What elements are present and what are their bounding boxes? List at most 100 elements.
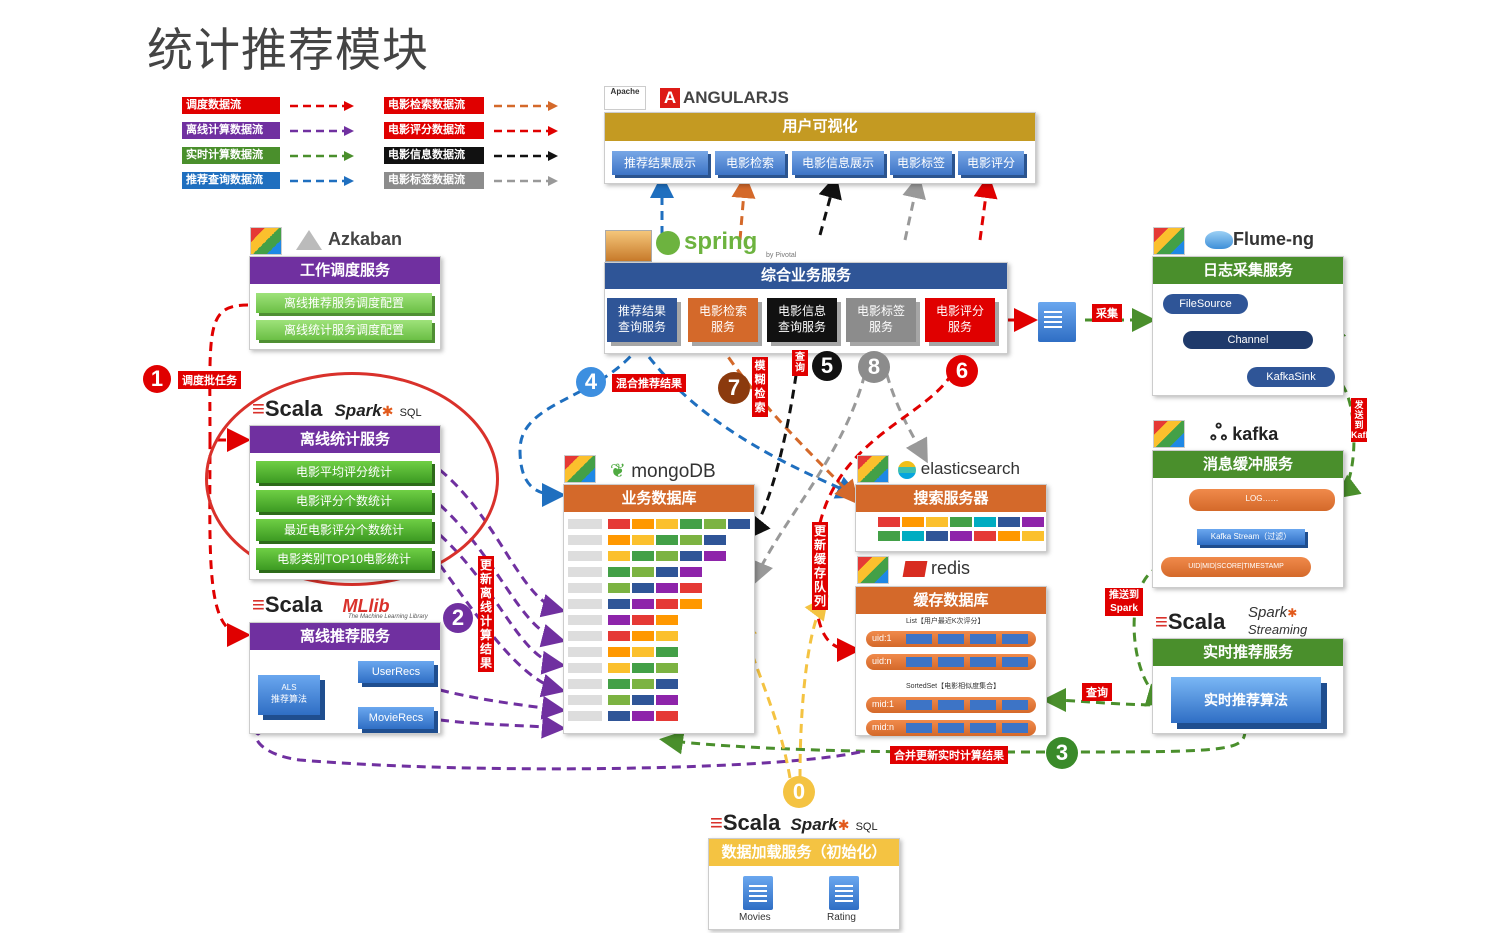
business-service: 电影评分服务 [925,298,995,342]
legend-line [290,101,354,111]
redis-sorted-title: SortedSet【电影相似度集合】 [906,683,1001,690]
redis-row-cell [938,723,964,733]
mllib-text: MLlib [342,596,390,616]
flume-logo-text: Flume-ng [1233,229,1314,249]
collection-field-cell [608,583,630,593]
realtime-algorithm-box: 实时推荐算法 [1171,677,1321,723]
kafka-card: 消息缓冲服务 LOG…… Kafka Stream（过滤） UID|MID|SC… [1152,450,1344,588]
collection-field-cell [608,599,630,609]
collection-field-cell [608,695,630,705]
angular-logo-text: ANGULARJS [683,88,789,107]
flume-channel: Channel [1183,331,1313,349]
scala-text: Scala [1167,609,1226,634]
collection-field-cell [680,583,702,593]
push-spark-label: 推送到Spark [1105,588,1143,616]
visualization-tab[interactable]: 电影检索 [715,151,785,175]
apache-logo: Apache [604,86,646,110]
collection-field-cell [704,535,726,545]
spark-text: Spark✱ [1248,604,1297,621]
merge-label: 合并更新实时计算结果 [890,746,1008,764]
scala-text: Scala [264,592,323,617]
flume-card: 日志采集服务 FileSource Channel KafkaSink [1152,256,1344,396]
streaming-header: 实时推荐服务 [1153,639,1343,666]
redis-row-cell [906,700,932,710]
collection-field-cell [680,519,702,529]
collection-field-cell [656,583,678,593]
offline-stats-item: 电影类别TOP10电影统计 [256,548,432,570]
collection-field-cell [608,615,630,625]
redis-row-cell [1002,634,1028,644]
mixed-result-label: 混合推荐结果 [612,374,686,392]
spark-star-icon: ✱ [1287,606,1298,620]
collection-field-cell [656,567,678,577]
collection-field-cell [656,647,678,657]
step-5-badge: 5 [812,351,842,381]
index-field-cell [902,517,924,527]
business-service-line2: 查询服务 [617,320,666,334]
collection-field-cell [632,695,654,705]
collection-field-cell [656,551,678,561]
business-service-line1: 电影信息 [777,304,826,318]
collection-field-cell [632,551,654,561]
redis-row-cell [906,723,932,733]
spark-star-icon: ✱ [837,817,850,833]
mongodb-header: 业务数据库 [564,485,754,512]
elasticsearch-card: 搜索服务器 [855,484,1047,552]
redis-row-cell [970,723,996,733]
rating-file-icon [829,876,859,910]
redis-row: uid:n [866,654,1036,670]
scala-mllib-logo: ≡Scala MLlib [252,592,389,618]
mongodb-card: 业务数据库 [563,484,755,734]
redis-row-cell [1002,657,1028,667]
offline-stats-item: 最近电影评分个数统计 [256,519,432,541]
kafka-record-node: UID|MID|SCORE|TIMESTAMP [1161,557,1311,577]
collection-field-cell [656,615,678,625]
visualization-tab[interactable]: 电影信息展示 [792,151,884,175]
business-service-line2: 服务 [710,320,735,334]
legend-line [494,126,558,136]
collection-field-cell [656,599,678,609]
legend-item-label: 离线计算数据流 [182,122,280,139]
redis-row: uid:1 [866,631,1036,647]
index-field-cell [950,517,972,527]
visualization-tab[interactable]: 推荐结果展示 [612,151,708,175]
business-service-line2: 服务 [947,320,972,334]
streaming-text: Streaming [1248,622,1308,637]
elasticsearch-icon [898,460,916,479]
collection-field-cell [608,663,630,673]
update-offline-label: 更新离线计算结果 [478,556,494,672]
kafka-header: 消息缓冲服务 [1153,451,1343,478]
collection-field-cell [632,711,654,721]
spring-logo: spring by Pivotal [656,228,796,259]
collection-field-cell [632,647,654,657]
collection-field-cell [704,551,726,561]
kafka-icon: ஃ [1210,420,1228,445]
visualization-tab[interactable]: 电影评分 [958,151,1024,175]
step-7-badge: 7 [718,372,750,404]
legend-item-label: 调度数据流 [182,97,280,114]
scala-icon: ≡ [252,592,265,617]
scala-icon: ≡ [1155,609,1168,634]
redis-logo: redis [902,558,970,579]
redis-row: mid:n [866,720,1036,736]
business-service-line1: 电影检索 [698,304,747,318]
azkaban-mountain-icon [296,230,322,251]
collection-field-cell [680,535,702,545]
collection-field-cell [632,679,654,689]
kafka-log-node: LOG…… [1189,489,1335,511]
redis-row: mid:1 [866,697,1036,713]
index-field-cell [950,531,972,541]
collection-field-cell [632,583,654,593]
scala-spark-sql-logo: ≡Scala Spark✱ SQL [252,396,422,422]
visualization-tab[interactable]: 电影标签 [890,151,952,175]
elasticsearch-logo-text: elasticsearch [920,459,1020,478]
collection-name-cell [568,551,602,561]
step-3-badge: 3 [1046,737,1078,769]
legend-item-label: 推荐查询数据流 [182,172,280,189]
als-line2: 推荐算法 [270,694,307,704]
step-1-badge: 1 [143,365,171,393]
mllib-subtitle: The Machine Learning Library [348,614,428,620]
redis-icon [902,561,928,578]
business-service-line2: 查询服务 [777,320,826,334]
